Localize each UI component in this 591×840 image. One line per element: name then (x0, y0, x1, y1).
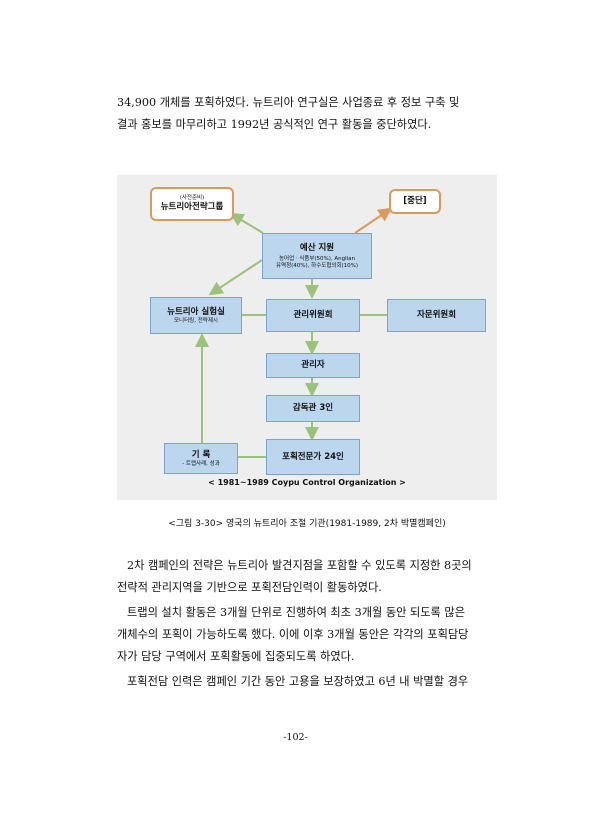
halt-box: [중단] (389, 189, 441, 214)
strategy-group-subtitle: (사전준비) (179, 195, 205, 201)
committee-title: 관리위원회 (293, 310, 333, 320)
text-line: 개체수의 포획이 가능하도록 했다. 이에 이후 3개월 동안은 각각의 포획담… (117, 628, 469, 641)
paragraph-strategy: 2차 캠페인의 전략은 뉴트리아 발견지점을 포함할 수 있도록 지정한 8곳의… (117, 555, 495, 599)
diagram-connectors (195, 207, 393, 458)
supervisors-box: 감독관 3인 (266, 395, 360, 422)
budget-support-box: 예산 지원 농어업ㆍ식품부(50%), Anglian 유역청(40%), 하수… (262, 233, 372, 279)
supervisors-title: 감독관 3인 (292, 403, 334, 413)
text-line: 포획전담 인력은 캠페인 기간 동안 고용을 보장하였고 6년 내 박멸할 경우 (127, 675, 469, 688)
figure-caption: <그림 3-30> 영국의 뉴트리아 조절 기관(1981-1989, 2차 박… (168, 519, 446, 529)
strategy-group-title: 뉴트리아전략그룹 (160, 202, 224, 212)
strategy-group-box: (사전준비) 뉴트리아전략그룹 (150, 187, 234, 221)
connector-budget-prep (229, 212, 264, 234)
budget-detail-2: 유역청(40%), 하수도협의회(10%) (275, 262, 359, 269)
diagram-inner-caption: < 1981~1989 Coypu Control Organization > (208, 478, 406, 487)
text-line: 결과 홍보를 마무리하고 1992년 공식적인 연구 활동을 중단하였다. (117, 118, 432, 131)
advisory-title: 자문위원회 (416, 310, 457, 320)
budget-detail-1: 농어업ㆍ식품부(50%), Anglian (278, 255, 356, 262)
advisory-box: 자문위원회 (387, 299, 486, 332)
records-title: 기 록 (191, 449, 211, 460)
lab-title: 뉴트리아 실험실 (167, 306, 225, 317)
connector-budget-lab (208, 259, 263, 296)
organization-diagram: (사전준비) 뉴트리아전략그룹 [중단] 예산 지원 농어업ㆍ식품부(50%),… (117, 175, 497, 500)
budget-title: 예산 지원 (299, 242, 335, 253)
text-line: 34,900 개체를 포획하였다. 뉴트리아 연구실은 사업종료 후 정보 구축… (117, 96, 460, 109)
records-subtitle: - 트랩사례, 성과 (182, 460, 220, 467)
lab-box: 뉴트리아 실험실 모니터링, 전략제시 (150, 297, 242, 334)
paragraph-personnel: 포획전담 인력은 캠페인 기간 동안 고용을 보장하였고 6년 내 박멸할 경우 (117, 671, 495, 693)
page-number: -102- (283, 732, 308, 743)
manager-box: 관리자 (266, 353, 360, 378)
text-line: 2차 캠페인의 전략은 뉴트리아 발견지점을 포함할 수 있도록 지정한 8곳의 (127, 559, 472, 572)
paragraph-intro: 34,900 개체를 포획하였다. 뉴트리아 연구실은 사업종료 후 정보 구축… (117, 92, 495, 136)
text-line: 전략적 관리지역을 기반으로 포획전담인력이 활동하였다. (117, 581, 382, 594)
manager-title: 관리자 (301, 360, 325, 370)
committee-box: 관리위원회 (266, 299, 360, 332)
halt-label: [중단] (403, 196, 427, 206)
trappers-title: 포획전문가 24인 (282, 451, 344, 462)
trappers-box: 포획전문가 24인 (266, 439, 360, 475)
connector-budget-halt (354, 207, 393, 234)
text-line: 트랩의 설치 활동은 3개월 단위로 진행하여 최초 3개월 동안 되도록 많은 (127, 606, 465, 619)
records-box: 기 록 - 트랩사례, 성과 (164, 443, 238, 474)
text-line: 자가 담당 구역에서 포획활동에 집중되도록 하였다. (117, 650, 355, 663)
lab-subtitle: 모니터링, 전략제시 (174, 317, 218, 324)
paragraph-traps: 트랩의 설치 활동은 3개월 단위로 진행하여 최초 3개월 동안 되도록 많은… (117, 602, 495, 668)
